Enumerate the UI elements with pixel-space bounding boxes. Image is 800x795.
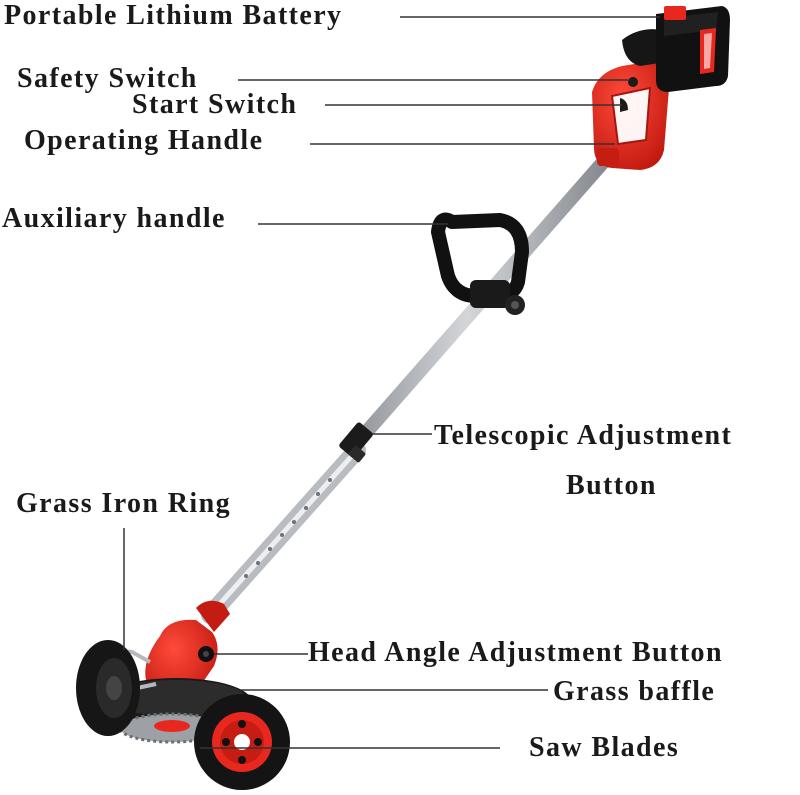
label-grass-iron-ring: Grass Iron Ring [16, 488, 231, 519]
shaft [201, 153, 612, 624]
label-operating-handle: Operating Handle [24, 125, 264, 156]
label-safety-switch: Safety Switch [17, 63, 198, 94]
label-telescopic-line1: Telescopic Adjustment [434, 420, 733, 451]
label-auxiliary-handle: Auxiliary handle [2, 203, 226, 234]
label-telescopic-line2: Button [566, 470, 657, 501]
operating-handle [592, 29, 689, 170]
shaft-holes [244, 478, 332, 578]
auxiliary-handle [431, 212, 529, 315]
label-start-switch: Start Switch [132, 89, 298, 120]
label-head-angle: Head Angle Adjustment Button [308, 637, 723, 668]
right-wheel [194, 694, 290, 790]
telescopic-clamp [339, 422, 373, 463]
leader-lines [123, 16, 660, 749]
battery [656, 6, 730, 92]
left-wheel [76, 640, 140, 736]
label-battery: Portable Lithium Battery [4, 0, 343, 31]
label-grass-baffle: Grass baffle [553, 676, 716, 707]
label-saw-blades: Saw Blades [529, 732, 680, 763]
